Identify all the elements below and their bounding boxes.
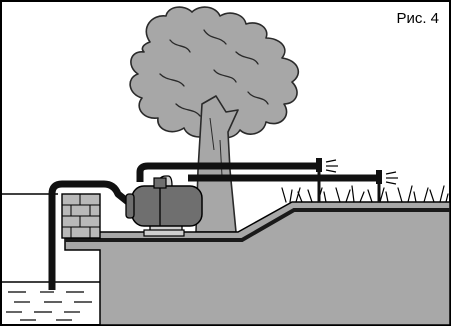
grass — [281, 185, 449, 203]
tree-icon — [129, 6, 300, 233]
suction-pipe — [48, 180, 131, 290]
sprinkler-icon — [316, 158, 338, 202]
surface-pump-icon — [125, 175, 203, 237]
figure-label: Рис. 4 — [396, 10, 439, 27]
sprinkler-icon — [376, 170, 398, 202]
ground-edge — [65, 208, 450, 242]
discharge-pipe-upper — [136, 162, 318, 182]
brick-pillar — [61, 193, 101, 239]
